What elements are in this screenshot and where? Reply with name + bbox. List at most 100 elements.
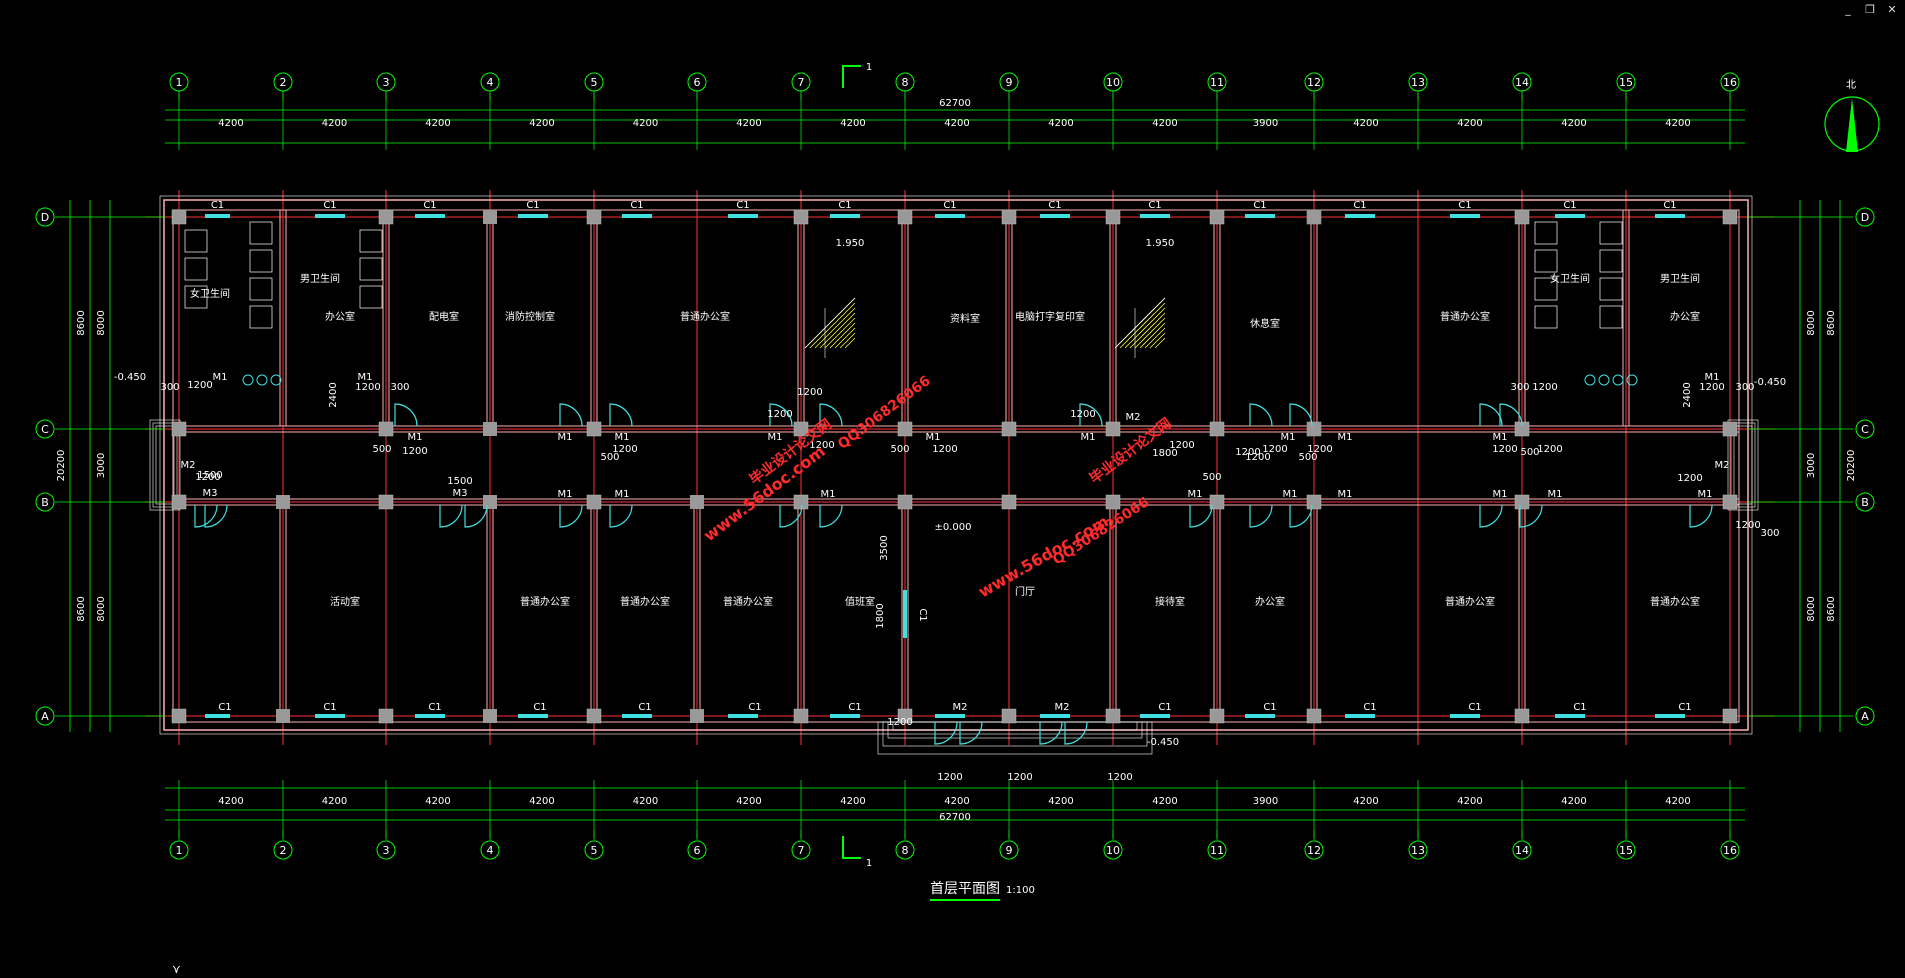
close-button[interactable]: ✕ [1887, 3, 1897, 16]
dim-local: 500 [1520, 447, 1539, 458]
axis-label: 2 [280, 844, 287, 857]
dim-local: 1800 [875, 603, 886, 628]
section-label: 1 [866, 858, 872, 869]
dim-local: 1200 [355, 382, 380, 393]
column [897, 421, 913, 437]
column [793, 209, 809, 225]
dim-local: 500 [890, 444, 909, 455]
axis-bubbles: 1122334455667788991010111112121313141415… [35, 72, 1875, 860]
dim-span-bottom: 4200 [1353, 796, 1378, 807]
stair-right [1139, 322, 1166, 349]
axis-label: 10 [1106, 844, 1120, 857]
minimize-button[interactable]: _ [1845, 3, 1851, 16]
stair-right [1119, 302, 1166, 349]
section-mark [842, 65, 861, 88]
door-m1 [609, 403, 633, 427]
door-m1 [819, 504, 843, 528]
window-label: C1 [1468, 702, 1481, 713]
toilet-stall [249, 221, 273, 245]
door-label: M1 [408, 432, 423, 443]
window [1140, 214, 1170, 218]
door-m1 [1289, 504, 1313, 528]
axis-label: 14 [1515, 844, 1529, 857]
window-label: C1 [1148, 200, 1161, 211]
axis-bubble [1512, 840, 1532, 860]
window-label: C1 [1458, 200, 1471, 211]
elevation-mark: ±0.000 [934, 522, 971, 533]
dim-local: 1200 [797, 387, 822, 398]
axis-label: 6 [694, 76, 701, 89]
dim-local: 1500 [447, 476, 472, 487]
toilet-stall [1534, 221, 1558, 245]
window-label: C1 [1048, 200, 1061, 211]
stair-left [809, 302, 856, 349]
drawing-title-block: 首层平面图 1:100 [930, 878, 1035, 901]
window [1040, 214, 1070, 218]
axis-bubble [273, 72, 293, 92]
toilet-stall [1599, 249, 1623, 273]
axis-bubble [1720, 72, 1740, 92]
axis-label: 15 [1619, 844, 1633, 857]
window [205, 214, 230, 218]
dim-local: 1200 [1532, 382, 1557, 393]
dim-span-top: 4200 [218, 118, 243, 129]
toilet-stall [359, 257, 383, 281]
dim-span-bottom: 4200 [529, 796, 554, 807]
elevation-mark: -0.450 [1754, 377, 1786, 388]
dim-span-top: 4200 [840, 118, 865, 129]
door-label: M1 [821, 489, 836, 500]
axis-bubble [480, 72, 500, 92]
dim-span-top: 4200 [1152, 118, 1177, 129]
window [315, 714, 345, 718]
elevation-mark: -0.450 [1147, 737, 1179, 748]
outer-outline [159, 195, 1753, 735]
column [793, 421, 809, 437]
axis-label: 3 [383, 76, 390, 89]
stair-left [814, 307, 856, 349]
dim-right-outer: 8600 [1826, 310, 1837, 335]
axis-label: 4 [487, 76, 494, 89]
dim-span-top: 4200 [1665, 118, 1690, 129]
dim-local: 1200 [402, 446, 427, 457]
window-label: C1 [1573, 702, 1586, 713]
door-label: M1 [358, 372, 373, 383]
door-label: M1 [926, 432, 941, 443]
dim-right-outer: 20200 [1846, 450, 1857, 482]
dim-local: 1200 [1735, 520, 1760, 531]
column [483, 210, 497, 224]
column [897, 708, 913, 724]
room-label: 男卫生间 [1660, 272, 1700, 285]
column [1209, 209, 1225, 225]
window-label: C1 [211, 200, 224, 211]
axis-bubble [1855, 207, 1875, 227]
axis-label: 7 [798, 76, 805, 89]
restore-button[interactable]: ❐ [1865, 3, 1875, 16]
dim-span-bottom: 4200 [425, 796, 450, 807]
doors [194, 403, 1713, 745]
dim-span-bottom: 4200 [1457, 796, 1482, 807]
room-label: 普通办公室 [1440, 310, 1490, 323]
axis-label: 16 [1723, 76, 1737, 89]
side-entry-step [152, 422, 178, 508]
column [897, 209, 913, 225]
dim-local: 1200 [1107, 772, 1132, 783]
room-label: 办公室 [325, 310, 355, 323]
axis-label: C [41, 423, 49, 436]
stair-right [1134, 317, 1166, 349]
column [276, 495, 290, 509]
window [315, 214, 345, 218]
dim-local: 1200 [1007, 772, 1032, 783]
stair-left [839, 332, 856, 349]
dim-span-bottom: 4200 [736, 796, 761, 807]
column [1307, 422, 1321, 436]
window-label: C1 [1253, 200, 1266, 211]
column [1514, 708, 1530, 724]
axis-bubble [376, 840, 396, 860]
dim-total-top: 62700 [939, 98, 971, 109]
axis-label: 1 [176, 844, 183, 857]
dim-local: 1200 [187, 380, 212, 391]
axis-bubble [791, 840, 811, 860]
dim-local: 500 [600, 452, 619, 463]
